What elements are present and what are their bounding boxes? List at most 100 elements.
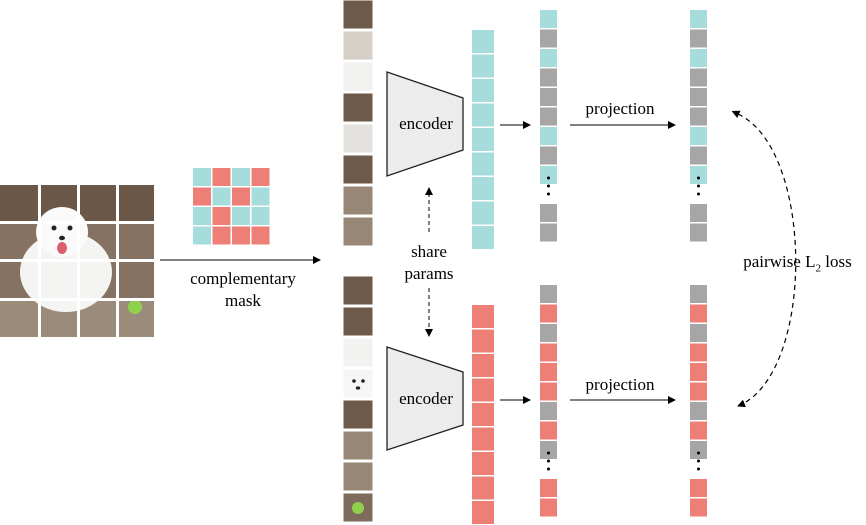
mask-cell	[251, 207, 270, 225]
bottom-feature-cell	[540, 363, 557, 381]
mask-grid	[193, 168, 270, 245]
mask-cell	[232, 168, 250, 186]
top-feature-cell	[540, 88, 557, 106]
top-projection-cell	[690, 29, 707, 48]
mask-cell	[212, 226, 231, 245]
loss-label-suffix: loss	[821, 252, 852, 271]
image-patch	[342, 275, 374, 306]
dog-head	[36, 207, 88, 257]
mask-cell	[212, 187, 231, 206]
mask-cell	[193, 226, 211, 245]
masked-patches-bottom	[342, 275, 374, 523]
top-encoder-output-cell	[472, 54, 494, 78]
dog-tongue	[57, 242, 67, 254]
bottom-feature-cell	[540, 498, 557, 517]
image-patch	[342, 306, 374, 337]
mask-cell	[232, 226, 250, 245]
ellipsis-dot	[547, 451, 550, 455]
bottom-encoder-output-cell	[472, 378, 494, 402]
top-encoder-output-cell	[472, 201, 494, 225]
ellipsis-dot	[697, 467, 700, 471]
bottom-feature-cell	[540, 304, 557, 323]
top-projection-cell	[690, 107, 707, 126]
dog-eye-left	[51, 225, 57, 231]
bottom-feature-cell	[540, 441, 557, 459]
bottom-projection-cell	[690, 382, 707, 401]
ellipsis-dot	[547, 192, 550, 196]
bottom-feature-cell	[540, 324, 557, 342]
share-label-line2: params	[404, 264, 454, 283]
dog-nose	[59, 235, 65, 241]
bottom-encoder-output-cell	[472, 403, 494, 426]
bottom-projection-cell	[690, 304, 707, 323]
mask-cell	[232, 187, 250, 206]
top-feature-cell	[540, 29, 557, 48]
grid-line-h	[0, 298, 154, 301]
feature-vectors	[472, 10, 707, 524]
loss-label-subscript: 2	[815, 262, 822, 275]
grid-line-h	[0, 259, 154, 262]
ellipsis-dot	[547, 467, 550, 471]
bottom-feature-cell	[540, 382, 557, 401]
encoder-bottom-label: encoder	[399, 389, 453, 408]
ellipsis-dot	[697, 459, 700, 463]
image-patch	[342, 337, 374, 368]
loss-curve-arrow	[731, 110, 797, 408]
mask-cell	[251, 168, 270, 186]
bottom-feature-cell	[540, 343, 557, 362]
bottom-projection-cell	[690, 324, 707, 342]
top-feature-cell	[540, 127, 557, 145]
image-patch	[342, 492, 374, 523]
ellipsis-dot	[547, 176, 550, 180]
patch-nose	[355, 386, 361, 390]
mask-cell	[212, 207, 231, 225]
image-patch	[342, 123, 374, 154]
patch-eye	[361, 379, 365, 383]
image-patch	[342, 185, 374, 216]
input-image	[0, 185, 154, 337]
loss-label-prefix: pairwise L	[743, 252, 816, 271]
image-patch	[342, 461, 374, 492]
bottom-projection-cell	[690, 343, 707, 362]
ellipsis-dot	[547, 184, 550, 188]
image-patch	[342, 216, 374, 247]
share-label-line1: share	[411, 242, 447, 261]
top-feature-cell	[540, 10, 557, 28]
projection-bottom-label: projection	[585, 375, 655, 394]
encoder-top-trapezoid	[386, 71, 464, 177]
top-encoder-output-cell	[472, 103, 494, 127]
ellipsis-dot	[697, 192, 700, 196]
ellipsis-dot	[697, 184, 700, 188]
bottom-encoder-output-cell	[472, 427, 494, 451]
top-feature-cell	[540, 107, 557, 126]
top-projection-cell	[690, 166, 707, 184]
mask-label-line1: complementary	[190, 269, 296, 288]
bottom-encoder-output-cell	[472, 329, 494, 353]
encoders	[386, 71, 464, 451]
top-projection-cell	[690, 10, 707, 28]
top-feature-cell	[540, 68, 557, 87]
top-encoder-output-cell	[472, 128, 494, 151]
image-patch	[342, 0, 374, 30]
top-feature-cell	[540, 204, 557, 222]
image-patch	[342, 61, 374, 92]
image-patch	[342, 399, 374, 430]
bottom-projection-cell	[690, 498, 707, 517]
masked-patches-top	[342, 0, 374, 247]
mask-cell	[251, 226, 270, 245]
top-encoder-output-cell	[472, 226, 494, 249]
mask-label-line2: mask	[225, 291, 261, 310]
bottom-encoder-output-cell	[472, 476, 494, 500]
top-feature-cell	[540, 49, 557, 67]
top-projection-cell	[690, 204, 707, 222]
mask-cell	[212, 168, 231, 186]
tennis-ball	[128, 300, 142, 314]
top-projection-cell	[690, 223, 707, 242]
bottom-projection-cell	[690, 479, 707, 497]
mask-cell	[193, 207, 211, 225]
bottom-projection-cell	[690, 402, 707, 420]
mask-cell	[193, 168, 211, 186]
patch-eye	[352, 379, 356, 383]
